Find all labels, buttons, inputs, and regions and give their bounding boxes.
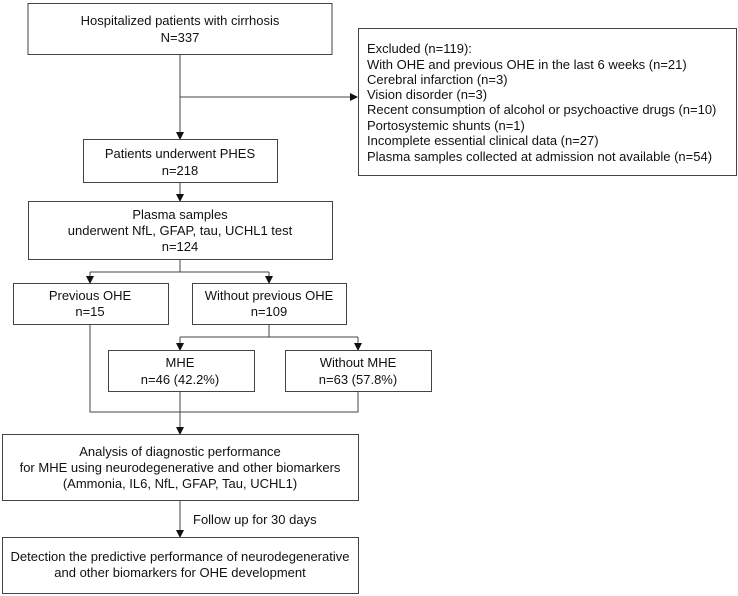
svg-text:Detection the predictive perfo: Detection the predictive performance of … — [11, 549, 350, 564]
svg-text:MHE: MHE — [166, 355, 195, 370]
follow-up-label: Follow up for 30 days — [193, 512, 317, 527]
svg-text:n=109: n=109 — [251, 304, 288, 319]
svg-text:Plasma samples: Plasma samples — [132, 207, 228, 222]
box-previous-ohe: Previous OHE n=15 — [13, 283, 169, 325]
box-plasma: Plasma samples underwent NfL, GFAP, tau,… — [28, 201, 333, 260]
svg-text:for MHE using neurodegenerativ: for MHE using neurodegenerative and othe… — [20, 460, 341, 475]
svg-text:Patients underwent PHES: Patients underwent PHES — [105, 146, 256, 161]
svg-text:n=15: n=15 — [75, 304, 104, 319]
box-hospitalized: Hospitalized patients with cirrhosis N=3… — [27, 3, 333, 55]
box-phes: Patients underwent PHES n=218 — [83, 139, 278, 183]
svg-text:N=337: N=337 — [161, 30, 200, 45]
svg-text:Excluded (n=119):: Excluded (n=119): — [367, 41, 472, 56]
box-analysis: Analysis of diagnostic performance for M… — [2, 434, 359, 501]
svg-text:Cerebral infarction (n=3): Cerebral infarction (n=3) — [367, 72, 508, 87]
svg-text:Portosystemic shunts (n=1): Portosystemic shunts (n=1) — [367, 118, 525, 133]
svg-text:(Ammonia, IL6, NfL, GFAP, Tau,: (Ammonia, IL6, NfL, GFAP, Tau, UCHL1) — [63, 476, 297, 491]
svg-text:n=218: n=218 — [162, 163, 199, 178]
svg-text:n=63 (57.8%): n=63 (57.8%) — [319, 372, 397, 387]
svg-text:n=46 (42.2%): n=46 (42.2%) — [141, 372, 219, 387]
box-without-mhe: Without MHE n=63 (57.8%) — [285, 350, 432, 392]
box-excluded: Excluded (n=119): With OHE and previous … — [358, 28, 737, 176]
svg-text:With OHE and previous OHE in t: With OHE and previous OHE in the last 6 … — [367, 57, 687, 72]
box-mhe: MHE n=46 (42.2%) — [108, 350, 255, 392]
box-without-previous-ohe: Without previous OHE n=109 — [192, 283, 347, 325]
svg-text:Without previous OHE: Without previous OHE — [205, 288, 334, 303]
svg-text:n=124: n=124 — [162, 239, 199, 254]
box-detection: Detection the predictive performance of … — [2, 537, 359, 594]
connectors — [86, 54, 362, 538]
svg-text:Previous OHE: Previous OHE — [49, 288, 132, 303]
svg-text:Incomplete essential clinical: Incomplete essential clinical data (n=27… — [367, 133, 599, 148]
svg-text:Analysis of diagnostic perform: Analysis of diagnostic performance — [79, 444, 281, 459]
svg-text:underwent NfL, GFAP, tau, UCHL: underwent NfL, GFAP, tau, UCHL1 test — [68, 223, 293, 238]
svg-text:and other biomarkers for OHE d: and other biomarkers for OHE development — [54, 565, 306, 580]
svg-text:Without MHE: Without MHE — [320, 355, 397, 370]
svg-text:Vision disorder (n=3): Vision disorder (n=3) — [367, 87, 487, 102]
svg-text:Recent consumption of alcohol: Recent consumption of alcohol or psychoa… — [367, 102, 716, 117]
svg-text:Plasma samples collected at ad: Plasma samples collected at admission no… — [367, 149, 712, 164]
merge-line — [89, 324, 359, 413]
svg-text:Hospitalized patients with cir: Hospitalized patients with cirrhosis — [81, 13, 280, 28]
